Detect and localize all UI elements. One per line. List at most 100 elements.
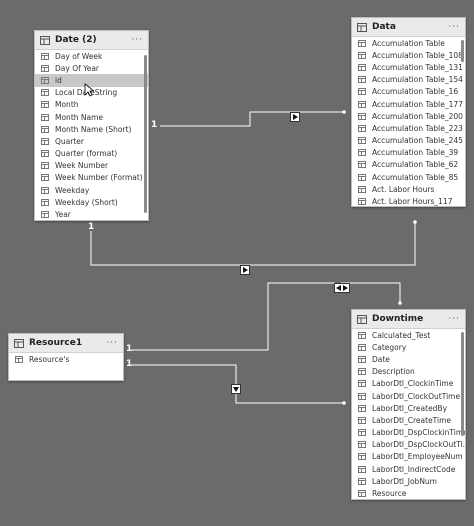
field-row[interactable]: LaborDtl_ClockOutTime: [352, 390, 465, 402]
field-row[interactable]: Quarter (format): [35, 148, 148, 160]
filter-direction-icon[interactable]: [240, 260, 250, 279]
field-row[interactable]: Weekday: [35, 184, 148, 196]
table-header[interactable]: Date (2) ···: [35, 31, 148, 50]
field-row[interactable]: Act. Labor Hours_117: [352, 195, 465, 206]
column-icon: [358, 416, 366, 424]
table-header[interactable]: Downtime ···: [352, 310, 465, 329]
table-header[interactable]: Resource1 ···: [9, 334, 123, 353]
field-label: LaborDtl_CreateTime: [372, 415, 452, 425]
field-row[interactable]: Day of Week: [35, 50, 148, 62]
field-row[interactable]: Category: [352, 341, 465, 353]
more-options-icon[interactable]: ···: [448, 22, 460, 32]
field-row[interactable]: Description: [352, 366, 465, 378]
field-row[interactable]: Calculated_Test: [352, 329, 465, 341]
field-row[interactable]: LaborDtl_JobNum: [352, 475, 465, 487]
column-icon: [358, 63, 366, 71]
field-row[interactable]: LaborDtl_DspClockOutTi...: [352, 439, 465, 451]
field-row[interactable]: Accumulation Table_62: [352, 159, 465, 171]
field-label: Accumulation Table_62: [372, 160, 459, 170]
field-row[interactable]: Year: [35, 208, 148, 220]
field-label: Day Of Year: [55, 63, 100, 73]
field-row[interactable]: Accumulation Table_16: [352, 86, 465, 98]
end-dot: [342, 401, 346, 405]
column-icon: [358, 88, 366, 96]
field-row[interactable]: Month: [35, 99, 148, 111]
field-label: LaborDtl_DspClockOutTi...: [372, 440, 466, 450]
field-row[interactable]: Accumulation Table_39: [352, 147, 465, 159]
table-icon: [14, 338, 24, 348]
more-options-icon[interactable]: ···: [106, 338, 118, 348]
field-row[interactable]: Accumulation Table_223: [352, 122, 465, 134]
field-label: LaborDtl_DspClockinTime: [372, 428, 466, 438]
column-icon: [358, 441, 366, 449]
column-icon: [41, 64, 49, 72]
column-icon: [358, 429, 366, 437]
column-icon: [358, 465, 366, 473]
field-row[interactable]: Accumulation Table_108: [352, 49, 465, 61]
column-icon: [358, 112, 366, 120]
field-label: Calculated_Test: [372, 330, 431, 340]
scrollbar[interactable]: [144, 55, 147, 213]
field-row[interactable]: Act. Labor Hours: [352, 183, 465, 195]
table-header[interactable]: Data ···: [352, 18, 465, 37]
field-row[interactable]: Accumulation Table: [352, 37, 465, 49]
table-title: Resource1: [29, 338, 83, 348]
more-options-icon[interactable]: ···: [131, 35, 143, 45]
column-icon: [41, 198, 49, 206]
field-row[interactable]: LaborDtl_EmployeeNum: [352, 451, 465, 463]
field-row[interactable]: Resource: [352, 487, 465, 499]
field-label: Weekday (Short): [55, 197, 118, 207]
field-row[interactable]: id: [35, 74, 148, 87]
scrollbar[interactable]: [461, 40, 464, 62]
filter-direction-icon[interactable]: [290, 107, 300, 126]
field-row[interactable]: Resource's: [9, 353, 123, 365]
field-label: Resource's: [29, 354, 70, 364]
filter-direction-icon[interactable]: [231, 379, 241, 398]
field-row[interactable]: Accumulation Table_131: [352, 61, 465, 73]
field-list[interactable]: Resource's: [9, 353, 123, 365]
scrollbar[interactable]: [461, 332, 464, 436]
bidirectional-filter-icon[interactable]: [334, 278, 350, 297]
field-row[interactable]: Accumulation Table_200: [352, 110, 465, 122]
field-row[interactable]: Month Name: [35, 111, 148, 123]
field-row[interactable]: Quarter: [35, 135, 148, 147]
field-row[interactable]: Accumulation Table_154: [352, 74, 465, 86]
field-row[interactable]: LaborDtl_CreatedBy: [352, 402, 465, 414]
field-row[interactable]: LaborDtl_CreateTime: [352, 414, 465, 426]
line-data-downtime: [341, 282, 401, 303]
field-row[interactable]: LaborDtl_ClockinTime: [352, 378, 465, 390]
table-icon: [357, 22, 367, 32]
field-label: id: [55, 75, 62, 85]
column-icon: [41, 211, 49, 219]
field-row[interactable]: Accumulation Table_177: [352, 98, 465, 110]
more-options-icon[interactable]: ···: [448, 314, 460, 324]
field-row[interactable]: Day Of Year: [35, 62, 148, 74]
field-label: Quarter: [55, 136, 84, 146]
field-row[interactable]: Accumulation Table_245: [352, 135, 465, 147]
field-row[interactable]: Week Number (Format): [35, 172, 148, 184]
field-label: Accumulation Table_16: [372, 87, 459, 97]
field-label: Accumulation Table_200: [372, 111, 463, 121]
table-icon: [40, 35, 50, 45]
field-row[interactable]: Date: [352, 353, 465, 365]
field-label: Day of Week: [55, 51, 103, 61]
field-row[interactable]: Month Name (Short): [35, 123, 148, 135]
column-icon: [358, 124, 366, 132]
field-label: LaborDtl_IndirectCode: [372, 464, 456, 474]
field-row[interactable]: Weekday (Short): [35, 196, 148, 208]
column-icon: [41, 186, 49, 194]
field-row[interactable]: Accumulation Table_85: [352, 171, 465, 183]
field-row[interactable]: LaborDtl_DspClockinTime: [352, 427, 465, 439]
field-row[interactable]: LaborDtl_IndirectCode: [352, 463, 465, 475]
field-label: Week Number (Format): [55, 173, 143, 183]
table-card-resource[interactable]: Resource1 ··· Resource's: [8, 333, 124, 381]
column-icon: [15, 355, 23, 363]
field-row[interactable]: Week Number: [35, 160, 148, 172]
